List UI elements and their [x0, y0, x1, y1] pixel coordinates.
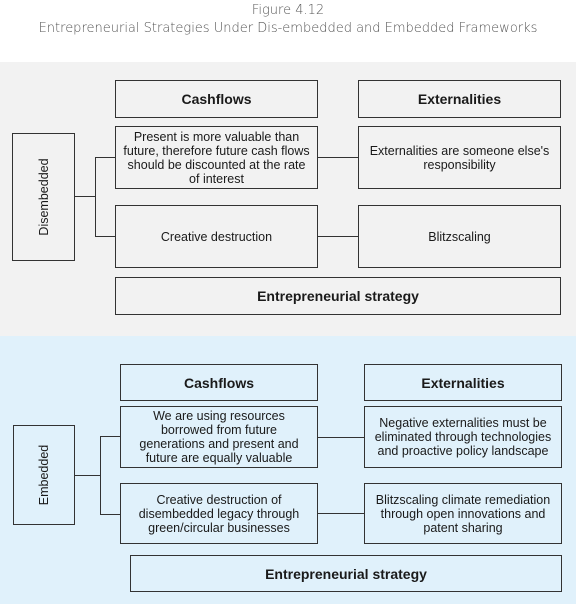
embedded-label: Embedded	[37, 444, 51, 506]
connector	[318, 157, 358, 158]
connector	[95, 157, 115, 158]
connector	[318, 513, 364, 514]
disembedded-strategy: Entrepreneurial strategy	[115, 277, 561, 315]
embedded-externalities-row2: Blitzscaling climate remediation through…	[364, 483, 562, 544]
figure-label: Figure 4.12	[251, 3, 325, 18]
disembedded-cashflows-header: Cashflows	[115, 80, 318, 118]
embedded-cashflows-row1: We are using resources borrowed from fut…	[120, 406, 318, 468]
connector	[100, 436, 101, 515]
connector	[95, 236, 115, 237]
disembedded-label-box: Disembedded	[12, 133, 75, 261]
connector	[100, 514, 120, 515]
embedded-panel: Cashflows Externalities Embedded We are …	[0, 336, 576, 604]
embedded-strategy: Entrepreneurial strategy	[130, 555, 562, 592]
connector	[100, 436, 120, 437]
disembedded-externalities-header: Externalities	[358, 80, 561, 118]
embedded-cashflows-row2: Creative destruction of disembedded lega…	[120, 483, 318, 544]
figure-title: Entrepreneurial Strategies Under Dis-emb…	[38, 21, 538, 36]
connector	[318, 236, 358, 237]
disembedded-cashflows-row1: Present is more valuable than future, th…	[115, 126, 318, 189]
disembedded-cashflows-row2: Creative destruction	[115, 205, 318, 268]
embedded-label-box: Embedded	[13, 425, 75, 525]
embedded-cashflows-header: Cashflows	[120, 364, 318, 401]
connector	[75, 196, 95, 197]
embedded-externalities-row1: Negative externalities must be eliminate…	[364, 406, 562, 468]
connector	[75, 475, 100, 476]
connector	[318, 437, 364, 438]
embedded-externalities-header: Externalities	[364, 364, 562, 401]
disembedded-externalities-row2: Blitzscaling	[358, 205, 561, 268]
disembedded-externalities-row1: Externalities are someone else's respons…	[358, 126, 561, 189]
disembedded-panel: Cashflows Externalities Disembedded Pres…	[0, 62, 576, 336]
disembedded-label: Disembedded	[36, 158, 51, 236]
connector	[95, 157, 96, 237]
